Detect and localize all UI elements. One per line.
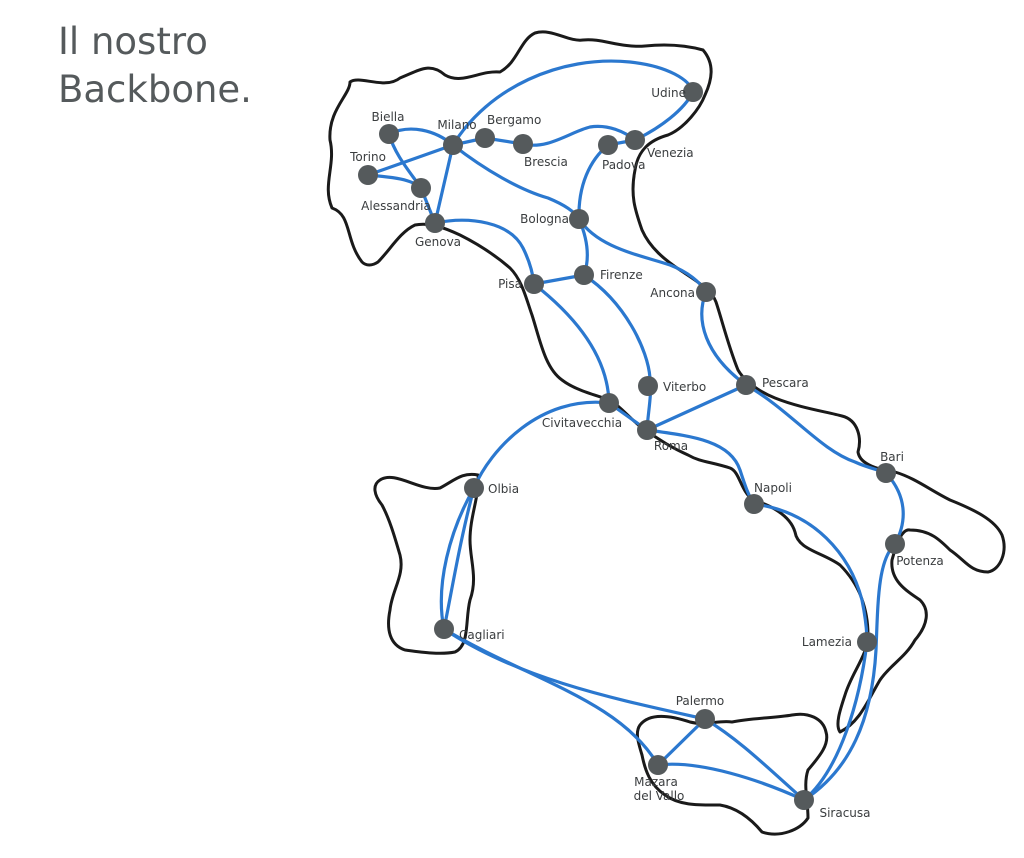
label-mazara-line2: del Vallo (634, 789, 685, 803)
label-milano: Milano (437, 118, 476, 132)
node-labels: Udine Biella Milano Bergamo Brescia Pado… (349, 86, 944, 820)
node-udine (683, 82, 703, 102)
link-bari-potenza (884, 471, 905, 546)
node-venezia (625, 130, 645, 150)
label-civitavecchia: Civitavecchia (542, 416, 622, 430)
label-udine: Udine (651, 86, 686, 100)
node-palermo (695, 709, 715, 729)
label-brescia: Brescia (524, 155, 568, 169)
title-line-1: Il nostro (58, 20, 208, 63)
label-siracusa: Siracusa (819, 806, 870, 820)
node-olbia (464, 478, 484, 498)
node-napoli (744, 494, 764, 514)
node-alessandria (411, 178, 431, 198)
link-milano-genova (433, 143, 455, 225)
node-bari (876, 463, 896, 483)
node-ancona (696, 282, 716, 302)
link-mazara-siracusa (656, 762, 806, 802)
node-cagliari (434, 619, 454, 639)
label-roma: Roma (654, 439, 688, 453)
link-milano-udine (451, 59, 695, 147)
label-napoli: Napoli (754, 481, 792, 495)
node-lamezia (857, 632, 877, 652)
page-title: Il nostro Backbone. (58, 18, 252, 114)
link-palermo-mazara (656, 717, 707, 767)
link-palermo-siracusa (703, 717, 806, 802)
node-firenze (574, 265, 594, 285)
node-genova (425, 213, 445, 233)
label-pisa: Pisa (498, 277, 522, 291)
link-olbia-cagliari-east (442, 486, 476, 631)
link-pescara-bari (744, 383, 888, 475)
link-torino-milano (366, 143, 455, 177)
link-genova-pisa (433, 218, 536, 286)
node-viterbo (638, 376, 658, 396)
label-venezia: Venezia (647, 146, 694, 160)
label-olbia: Olbia (488, 482, 519, 496)
link-firenze-roma (582, 273, 653, 432)
label-biella: Biella (372, 110, 405, 124)
node-biella (379, 124, 399, 144)
label-mazara-line1: Mazara (634, 775, 678, 789)
node-pisa (524, 274, 544, 294)
link-pisa-civitavecchia (532, 282, 611, 405)
node-bergamo (475, 128, 495, 148)
link-padova-bologna (577, 143, 610, 221)
link-cagliari-palermo (442, 627, 707, 721)
title-line-2: Backbone. (58, 68, 252, 111)
label-palermo: Palermo (676, 694, 725, 708)
link-pescara-roma (645, 383, 748, 432)
link-roma-napoli (645, 428, 756, 506)
label-pescara: Pescara (762, 376, 809, 390)
label-genova: Genova (415, 235, 461, 249)
label-bologna: Bologna (520, 212, 569, 226)
node-siracusa (794, 790, 814, 810)
link-civitavecchia-olbia (472, 400, 611, 490)
link-lamezia-siracusa (802, 640, 869, 802)
label-viterbo: Viterbo (663, 380, 706, 394)
link-brescia-venezia (521, 124, 637, 147)
node-roma (637, 420, 657, 440)
link-cagliari-mazara (442, 627, 660, 767)
node-milano (443, 135, 463, 155)
node-torino (358, 165, 378, 185)
label-alessandria: Alessandria (361, 199, 431, 213)
label-padova: Padova (602, 158, 645, 172)
link-napoli-lamezia (752, 502, 869, 644)
link-potenza-siracusa (802, 542, 897, 802)
link-olbia-cagliari-west (439, 486, 476, 631)
node-pescara (736, 375, 756, 395)
link-bologna-ancona (577, 217, 708, 294)
coastline-sardinia (373, 472, 480, 655)
node-bologna (569, 209, 589, 229)
label-firenze: Firenze (600, 268, 643, 282)
node-civitavecchia (599, 393, 619, 413)
label-bari: Bari (880, 450, 904, 464)
label-potenza: Potenza (896, 554, 944, 568)
label-cagliari: Cagliari (459, 628, 505, 642)
node-mazara (648, 755, 668, 775)
label-ancona: Ancona (650, 286, 695, 300)
node-brescia (513, 134, 533, 154)
node-potenza (885, 534, 905, 554)
label-torino: Torino (349, 150, 386, 164)
network-nodes (358, 82, 905, 810)
node-padova (598, 135, 618, 155)
label-bergamo: Bergamo (487, 113, 541, 127)
label-lamezia: Lamezia (802, 635, 852, 649)
